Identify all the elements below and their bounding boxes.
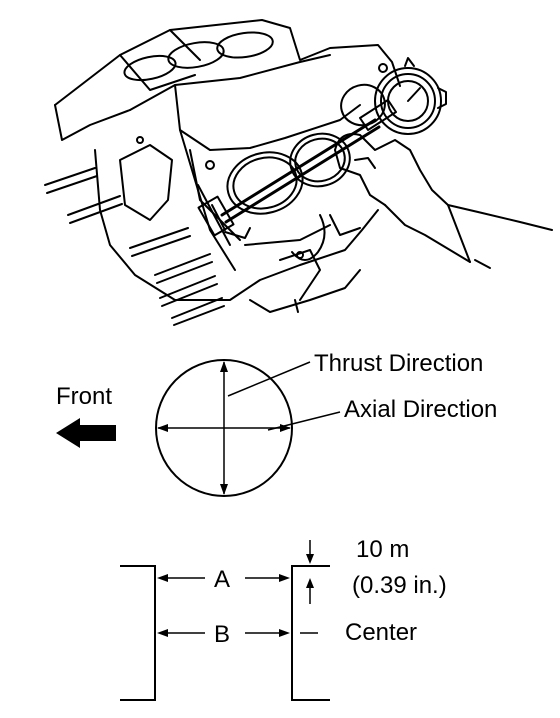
- point-a-label: A: [214, 566, 230, 593]
- cylinder-bore-circle: [155, 359, 293, 497]
- axial-direction-label: Axial Direction: [344, 396, 497, 423]
- right-bore-wall: [291, 565, 330, 701]
- bore-direction-diagram: Thrust Direction Axial Direction Front: [56, 350, 497, 497]
- left-bore-wall: [120, 565, 156, 701]
- measuring-points-diagram: [120, 540, 330, 701]
- distance-imperial-label: (0.39 in.): [352, 572, 447, 599]
- distance-metric-label: 10 m: [356, 536, 409, 563]
- left-arrow-icon: [56, 418, 116, 448]
- thrust-direction-label: Thrust Direction: [314, 350, 483, 377]
- engine-block-illustration: [44, 19, 553, 326]
- front-label: Front: [56, 383, 112, 410]
- point-b-label: B: [214, 621, 230, 648]
- center-label: Center: [345, 619, 417, 646]
